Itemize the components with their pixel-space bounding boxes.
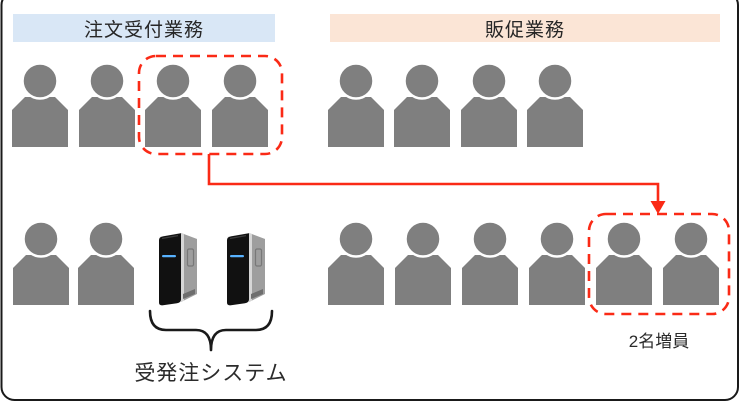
person-icon (529, 220, 585, 305)
person-icon (526, 62, 583, 147)
order-section-title: 注文受付業務 (83, 19, 204, 41)
server-icon (154, 228, 200, 306)
increase-label: 2名増員 (628, 332, 690, 351)
person-icon (394, 62, 451, 147)
transfer-arrow-head-icon (650, 201, 666, 214)
person-icon (460, 62, 517, 147)
person-icon (145, 62, 201, 147)
person-icon (12, 62, 68, 147)
person-icon (211, 62, 268, 147)
person-icon (462, 220, 518, 305)
promo-section-title: 販促業務 (484, 19, 565, 41)
person-icon (328, 62, 384, 147)
system-brace (148, 309, 274, 352)
person-icon (395, 220, 451, 305)
transfer-arrow-line (207, 154, 660, 202)
server-icon (222, 228, 268, 306)
person-icon (328, 220, 384, 305)
system-label: 受発注システム (134, 362, 288, 385)
promo-section-header: 販促業務 (330, 14, 720, 42)
person-icon (13, 220, 69, 305)
person-icon (663, 220, 719, 305)
person-icon (596, 220, 652, 305)
person-icon (78, 220, 134, 305)
order-section-header: 注文受付業務 (13, 14, 275, 42)
person-icon (78, 62, 135, 147)
